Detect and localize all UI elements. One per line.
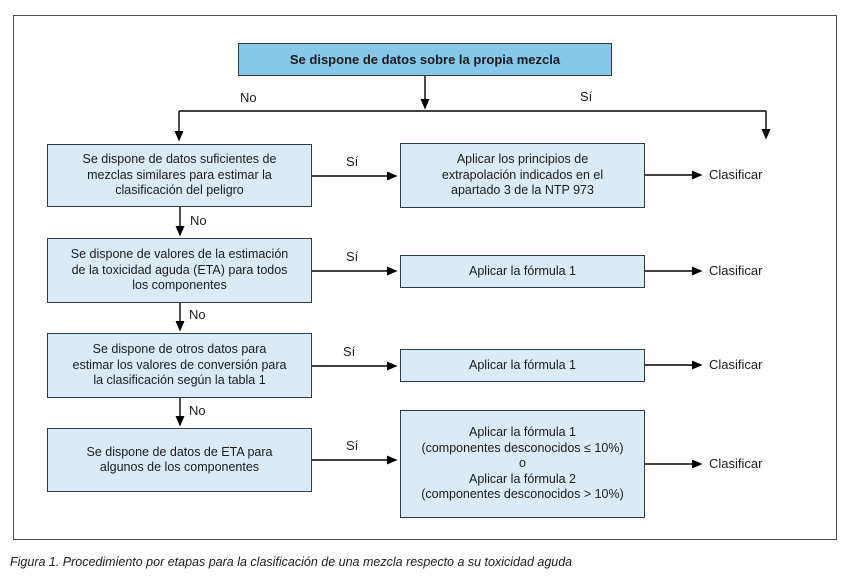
terminal-classify-4: Clasificar bbox=[709, 456, 763, 471]
edge-label-no-3: No bbox=[189, 403, 206, 418]
node-action-4: Aplicar la fórmula 1 (componentes descon… bbox=[400, 410, 645, 518]
edge-label-yes-2: Sí bbox=[346, 249, 359, 264]
edge-label-no-1: No bbox=[190, 213, 207, 228]
edge-label-yes-4: Sí bbox=[346, 438, 359, 453]
terminal-classify-2: Clasificar bbox=[709, 263, 763, 278]
node-question-2: Se dispone de valores de la estimación d… bbox=[47, 238, 312, 303]
terminal-classify-3: Clasificar bbox=[709, 357, 763, 372]
node-question-4: Se dispone de datos de ETA para algunos … bbox=[47, 428, 312, 492]
edge-label-root-yes: Sí bbox=[580, 89, 593, 104]
node-action-1: Aplicar los principios de extrapolación … bbox=[400, 143, 645, 208]
node-action-2: Aplicar la fórmula 1 bbox=[400, 255, 645, 288]
terminal-classify-1: Clasificar bbox=[709, 167, 763, 182]
edge-label-yes-1: Sí bbox=[346, 154, 359, 169]
edge-label-root-no: No bbox=[240, 90, 257, 105]
node-question-3: Se dispone de otros datos para estimar l… bbox=[47, 333, 312, 398]
figure-caption: Figura 1. Procedimiento por etapas para … bbox=[10, 555, 573, 569]
node-root-question: Se dispone de datos sobre la propia mezc… bbox=[238, 43, 612, 76]
node-action-3: Aplicar la fórmula 1 bbox=[400, 349, 645, 382]
edge-label-yes-3: Sí bbox=[343, 344, 356, 359]
edge-label-no-2: No bbox=[189, 307, 206, 322]
node-question-1: Se dispone de datos suficientes de mezcl… bbox=[47, 144, 312, 207]
